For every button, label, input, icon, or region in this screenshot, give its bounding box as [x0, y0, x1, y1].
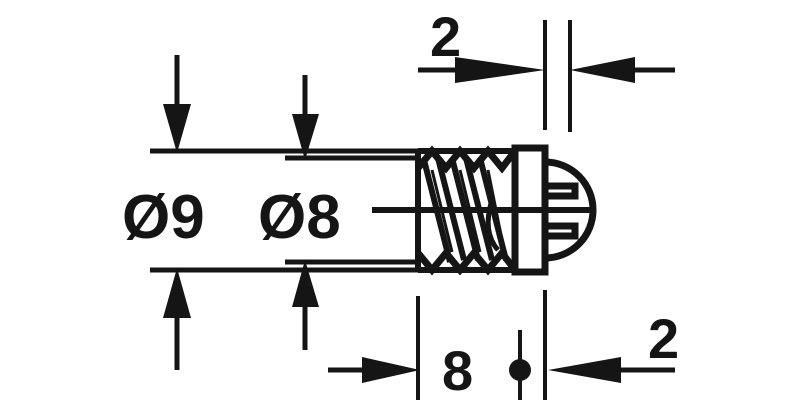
dimension-group-8-bottom: 8	[328, 339, 531, 400]
label-diameter-8: Ø8	[258, 183, 341, 252]
arrowhead-left-2-bottom	[548, 357, 621, 383]
dimension-group-diameter-9: Ø9	[122, 55, 420, 370]
dimension-group-2-bottom: 2	[548, 307, 679, 383]
thread-crest-bottom	[415, 247, 518, 276]
label-2-bottom: 2	[648, 307, 679, 370]
arrowhead-down-diameter-8-top	[292, 114, 319, 160]
label-diameter-9: Ø9	[122, 183, 205, 252]
label-8-bottom: 8	[442, 339, 473, 400]
arrowhead-up-diameter-9-bottom	[163, 268, 191, 318]
thread-flank-inner-3	[486, 169, 504, 241]
label-2-top: 2	[430, 5, 461, 68]
dimension-group-2-top: 2	[418, 5, 675, 83]
drive-slot-lower	[545, 222, 579, 240]
arrowhead-down-diameter-9-top	[163, 104, 191, 153]
center-dot-marker	[509, 359, 531, 381]
thread-root-arc	[485, 199, 500, 252]
arrowhead-right-2-top	[455, 57, 545, 83]
arrowhead-up-diameter-8-bottom	[292, 260, 319, 307]
arrowhead-right-8-bottom	[362, 357, 420, 383]
drive-slot-upper	[545, 182, 579, 200]
arrowhead-left-2-top	[570, 57, 635, 83]
dimension-group-diameter-8: Ø8	[258, 75, 420, 350]
projection-lines	[416, 20, 572, 400]
